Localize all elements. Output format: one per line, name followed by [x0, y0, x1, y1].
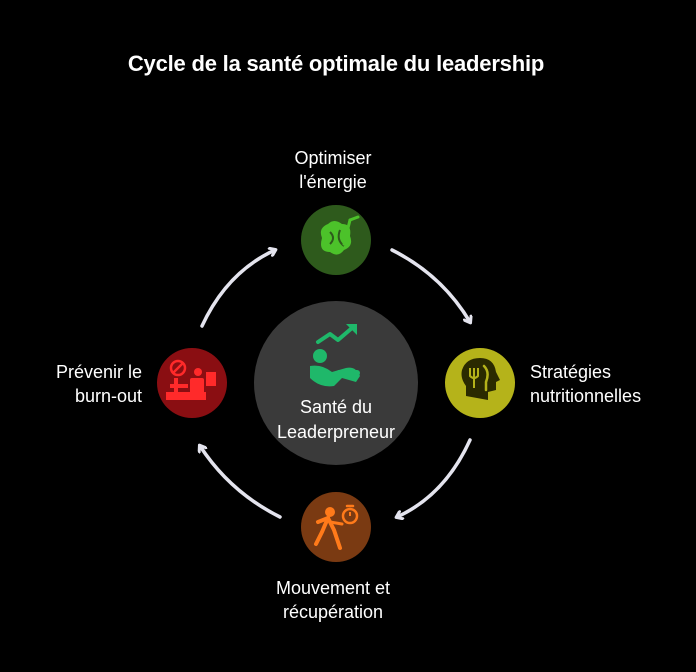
center-label-line2: Leaderpreneur: [276, 422, 396, 442]
label-nutrition: Stratégies nutritionnelles: [530, 360, 690, 408]
arrow-movement-to-burnout: [200, 446, 282, 519]
brain-drink-icon: [320, 215, 360, 255]
label-energy-line1: Optimiser: [294, 148, 372, 168]
label-energy-line2: l'énergie: [299, 172, 367, 192]
arrow-energy-to-nutrition: [390, 248, 470, 322]
label-burnout-line1: Prévenir le: [55, 362, 142, 382]
center-label-line1: Santé du: [299, 397, 373, 417]
label-movement: Mouvement et récupération: [233, 576, 433, 624]
label-burnout-line2: burn-out: [74, 386, 142, 406]
label-nutrition-line2: nutritionnelles: [530, 386, 642, 406]
runner-stopwatch-icon: [314, 504, 359, 550]
arrow-nutrition-to-movement: [397, 438, 472, 517]
leader-runner-growth-icon: [310, 324, 360, 387]
label-energy: Optimiser l'énergie: [233, 146, 433, 194]
diagram-title: Cycle de la santé optimale du leadership: [127, 51, 545, 76]
node-movement-circle: [301, 492, 371, 562]
head-fork-knife-icon: [461, 358, 500, 400]
label-movement-line2: récupération: [282, 602, 384, 622]
label-movement-line1: Mouvement et: [275, 578, 391, 598]
label-burnout: Prévenir le burn-out: [20, 360, 142, 408]
label-nutrition-line1: Stratégies: [530, 362, 612, 382]
center-label: Santé du Leaderpreneur: [255, 395, 417, 445]
stressed-worker-icon: [166, 359, 216, 400]
arrow-burnout-to-energy: [200, 250, 275, 328]
